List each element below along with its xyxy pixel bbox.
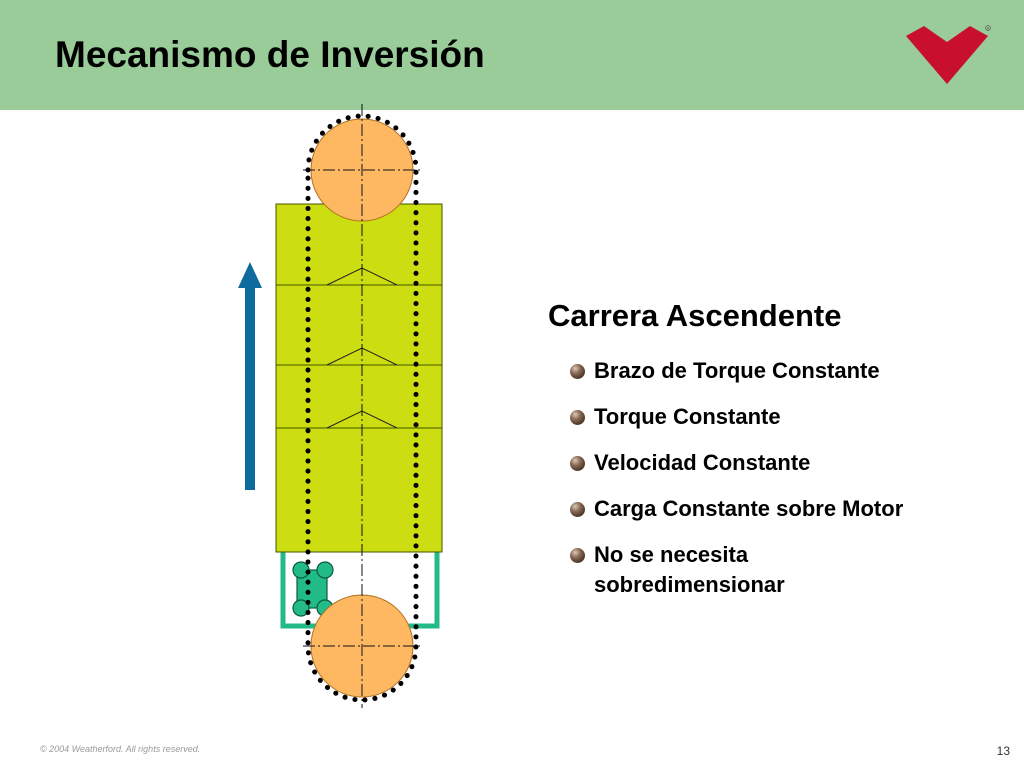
list-item: Torque Constante: [548, 402, 988, 432]
bullet-text: Brazo de Torque Constante: [594, 358, 880, 383]
up-arrow-icon: [238, 262, 262, 490]
list-item: No se necesita sobredimensionar: [548, 540, 854, 600]
page-number: 13: [996, 744, 1010, 758]
list-item: Velocidad Constante: [548, 448, 988, 478]
weatherford-logo: R: [906, 25, 991, 84]
page-title: Mecanismo de Inversión: [55, 34, 485, 75]
header-bar: [0, 0, 1024, 110]
svg-text:R: R: [987, 27, 990, 31]
reversing-mechanism-diagram: [238, 104, 443, 708]
sphere-bullet-icon: [570, 456, 585, 471]
bullet-text: Carga Constante sobre Motor: [594, 496, 904, 521]
sphere-bullet-icon: [570, 410, 585, 425]
center-lines: [303, 104, 421, 708]
bullet-text: No se necesita sobredimensionar: [594, 542, 785, 597]
list-item: Carga Constante sobre Motor: [548, 494, 988, 524]
bullet-text: Velocidad Constante: [594, 450, 811, 475]
bullet-text: Torque Constante: [594, 404, 781, 429]
list-item: Brazo de Torque Constante: [548, 356, 988, 386]
sphere-bullet-icon: [570, 502, 585, 517]
section-heading: Carrera Ascendente: [548, 298, 842, 333]
footer-copyright: © 2004 Weatherford. All rights reserved.: [40, 744, 201, 754]
sphere-bullet-icon: [570, 548, 585, 563]
bullet-list: Brazo de Torque Constante Torque Constan…: [548, 356, 988, 600]
sphere-bullet-icon: [570, 364, 585, 379]
frame: [275, 203, 443, 553]
info-panel: Carrera Ascendente Brazo de Torque Const…: [548, 298, 988, 616]
chain: [305, 113, 419, 703]
